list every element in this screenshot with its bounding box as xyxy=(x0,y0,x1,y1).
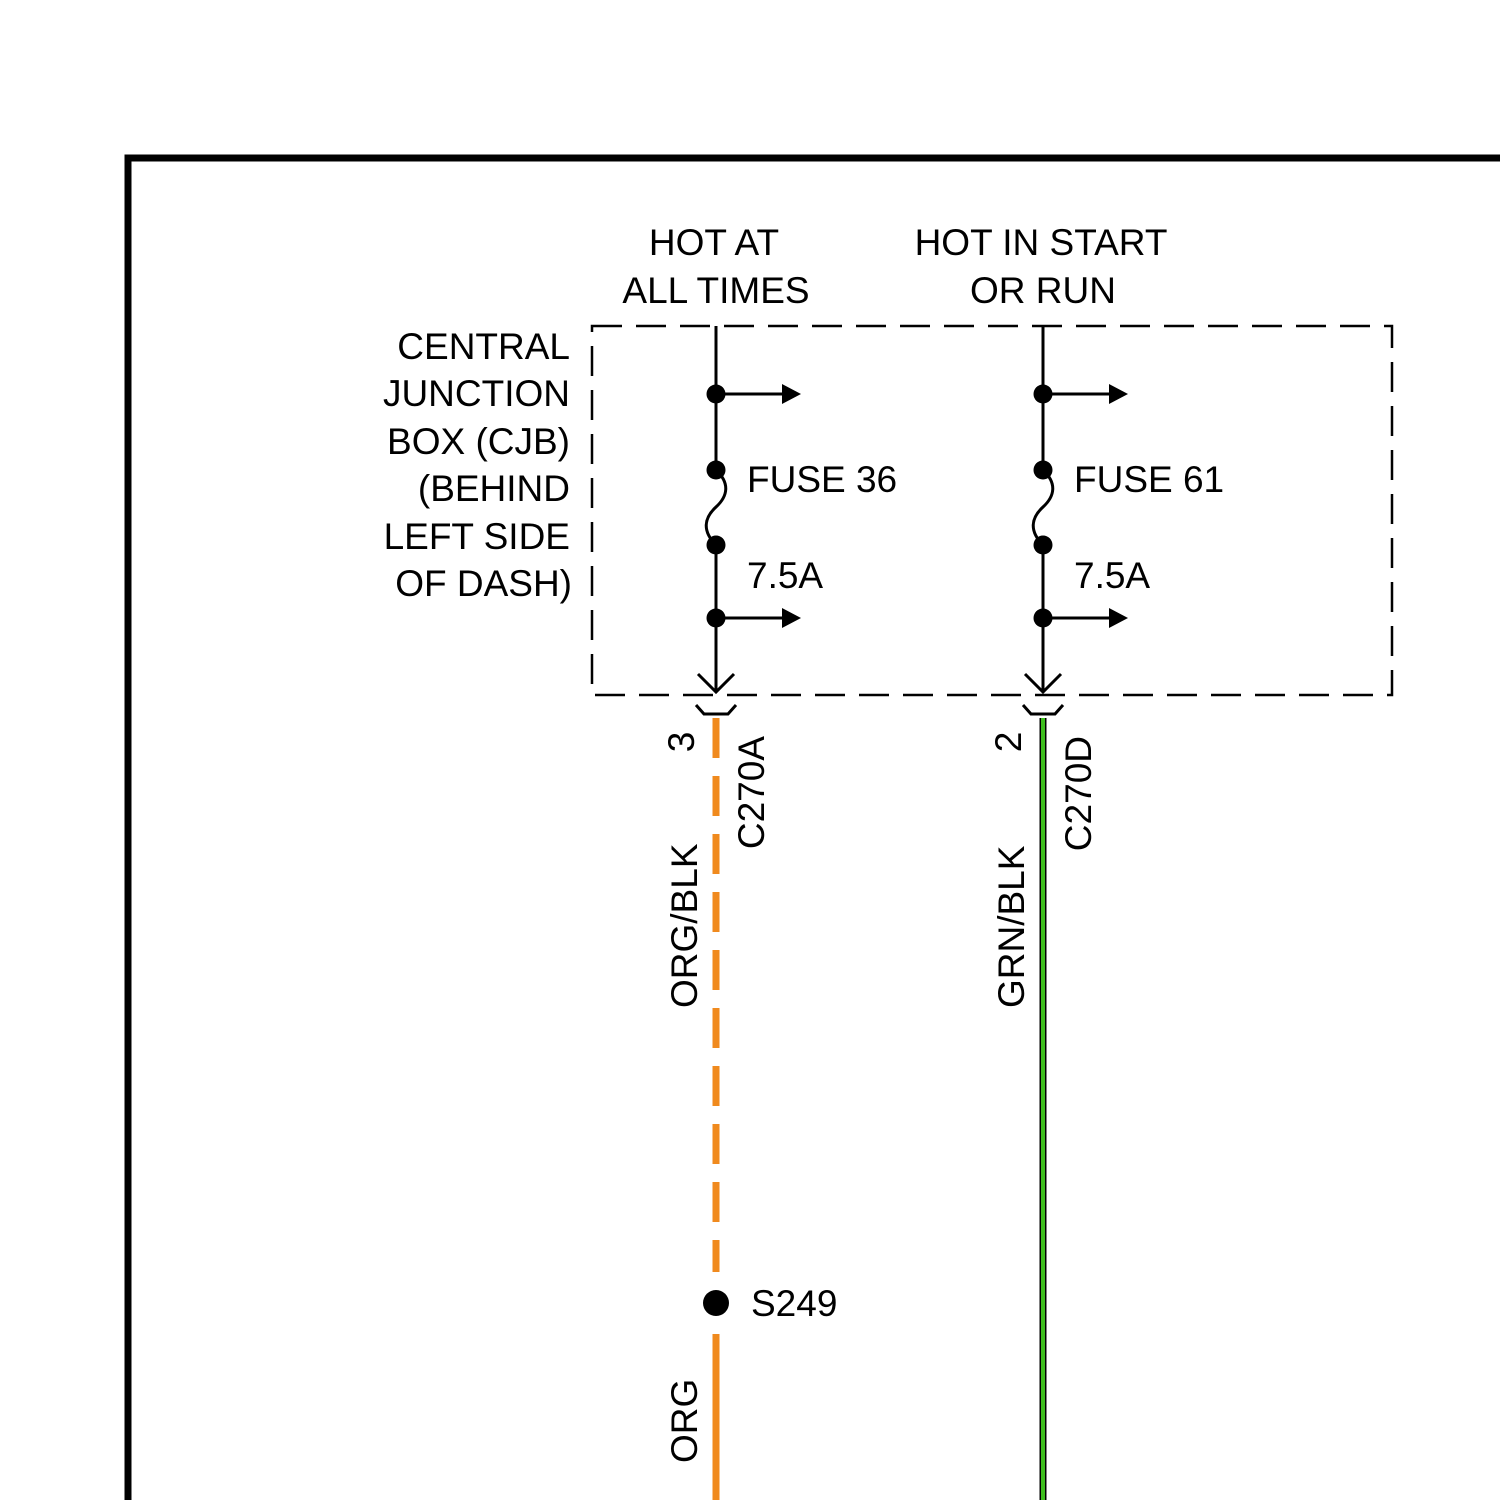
connector-male-icon xyxy=(696,705,736,714)
header-hot-at-all-times-line2: ALL TIMES xyxy=(622,270,809,311)
wire-color-label: GRN/BLK xyxy=(991,845,1032,1008)
fuse-symbol-icon xyxy=(706,470,726,545)
connector-id: C270D xyxy=(1058,736,1099,851)
cjb-label: CENTRAL JUNCTION BOX (CJB) (BEHIND LEFT … xyxy=(383,326,572,604)
wire-color-label: ORG xyxy=(664,1379,705,1463)
branch-arrow-icon xyxy=(1109,608,1128,628)
connector-id: C270A xyxy=(731,736,772,849)
cjb-label-line: (BEHIND xyxy=(418,468,570,509)
fuse-label: FUSE 61 xyxy=(1074,459,1224,500)
circuit-fuse-36: FUSE 36 7.5A 3 C270A ORG/BLK S249 ORG xyxy=(661,326,897,1500)
branch-arrow-icon xyxy=(1109,384,1128,404)
wire-color-label: ORG/BLK xyxy=(664,843,705,1008)
circuit-fuse-61: FUSE 61 7.5A 2 C270D GRN/BLK xyxy=(988,326,1224,1500)
splice-dot xyxy=(703,1290,729,1316)
cjb-label-line: OF DASH) xyxy=(395,563,572,604)
fuse-symbol-icon xyxy=(1033,470,1053,545)
connector-male-icon xyxy=(1023,705,1063,714)
branch-arrow-icon xyxy=(782,608,801,628)
cjb-label-line: BOX (CJB) xyxy=(387,421,570,462)
header-hot-at-all-times-line1: HOT AT xyxy=(649,222,779,263)
cjb-label-line: LEFT SIDE xyxy=(384,516,570,557)
splice-label: S249 xyxy=(751,1283,837,1324)
pin-number: 3 xyxy=(661,732,702,753)
fuse-rating: 7.5A xyxy=(747,555,823,596)
cjb-label-line: JUNCTION xyxy=(383,373,570,414)
fuse-label: FUSE 36 xyxy=(747,459,897,500)
header-hot-in-start-line2: OR RUN xyxy=(970,270,1116,311)
branch-arrow-icon xyxy=(782,384,801,404)
fuse-rating: 7.5A xyxy=(1074,555,1150,596)
pin-number: 2 xyxy=(988,732,1029,753)
cjb-label-line: CENTRAL xyxy=(397,326,570,367)
header-hot-in-start-line1: HOT IN START xyxy=(915,222,1168,263)
